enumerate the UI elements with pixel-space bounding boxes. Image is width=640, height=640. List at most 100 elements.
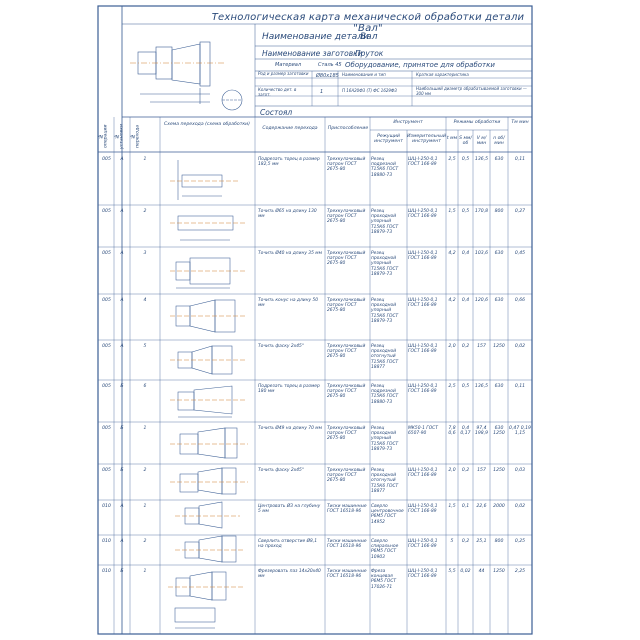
row-8-set: Б [120, 468, 124, 473]
row-9-s: 0,1 [461, 504, 470, 509]
row-7-content: Точить Ø49 на длину 70 мм [258, 426, 322, 431]
row-7-t: 7,8 0,6 [448, 426, 456, 436]
row-10-s: 0,2 [461, 539, 470, 544]
row-4-pass: 4 [143, 298, 147, 303]
row-8-fixture: Трехкулачковый патрон ГОСТ 2675-80 [327, 468, 366, 484]
row-6-t: 2,5 [448, 384, 456, 389]
col-time: Тм мин [511, 120, 529, 125]
row-4-op: 005 [102, 298, 111, 303]
row-8-content: Точить фаску 2х45° [258, 468, 305, 473]
blank-label: Наименование заготовки [262, 49, 363, 58]
sheet-title: Технологическая карта механической обраб… [211, 12, 525, 34]
row-4-set: А [120, 298, 124, 303]
row-9-fixture: Тиски машинные ГОСТ 16518-96 [327, 504, 367, 515]
row-11-op: 010 [102, 569, 111, 574]
blank-size-value: Ø80х185 [316, 73, 339, 79]
row-3-pass: 3 [143, 251, 147, 256]
row-7-op: 005 [102, 426, 111, 431]
blank-size-label: Род и размер заготовки [258, 71, 309, 76]
row-3-set: А [120, 251, 124, 256]
machine-label: Наименование и тип [342, 72, 386, 77]
row-6-fixture: Трехкулачковый патрон ГОСТ 2675-80 [327, 384, 366, 400]
row-4-tm: 0,66 [514, 298, 526, 303]
col-tool: Инструмент [393, 120, 423, 125]
row-8-s: 0,2 [461, 468, 470, 473]
row-9-content: Центровать Ø3 на глубину 5 мм [258, 504, 321, 515]
blank-value: Пруток [355, 49, 384, 58]
col-mode-n: n об/мин [493, 136, 505, 147]
row-1-set: А [120, 157, 124, 162]
qty-value: 1 [320, 89, 324, 95]
col-mode-v: V м/мин [476, 136, 487, 147]
row-7-n: 630 1250 [493, 426, 505, 436]
row-6-n: 630 [494, 384, 504, 389]
row-9-tool: Сверло центровочное Р6М5 ГОСТ 14952 [371, 504, 404, 525]
row-9-set: А [120, 504, 124, 509]
material-label: Материал [275, 62, 302, 68]
row-3-meas: ШЦ-I-150-0,1 ГОСТ 166-89 [408, 251, 438, 262]
row-10-v: 25,1 [476, 539, 487, 544]
row-10-t: 5 [450, 539, 454, 544]
row-1-t: 2,5 [448, 157, 456, 162]
row-6-content: Подрезать торец в размер 180 мм [258, 384, 320, 395]
row-2-content: Точить Ø65 на длину 130 мм [258, 209, 317, 220]
row-7-meas: МК50-1 ГОСТ 6507-90 [408, 426, 438, 437]
row-10-meas: ШЦ-I-150-0,1 ГОСТ 166-89 [408, 539, 438, 550]
row-9-v: 22,6 [476, 504, 487, 509]
row-6-set: Б [120, 384, 124, 389]
row-6-pass: 6 [143, 384, 147, 389]
row-8-op: 005 [102, 468, 111, 473]
row-11-tool: Фреза концевая Р6М5 ГОСТ 17026-71 [371, 569, 397, 590]
row-1-tm: 0,11 [514, 157, 526, 162]
row-4-fixture: Трехкулачковый патрон ГОСТ 2675-80 [327, 298, 366, 314]
row-2-tm: 0,27 [514, 209, 526, 214]
row-7-pass: 1 [143, 426, 147, 431]
row-1-op: 005 [102, 157, 111, 162]
row-5-meas: ШЦ-I-150-0,1 ГОСТ 166-89 [408, 344, 438, 355]
row-6-tool: Резец подрезной Т15К6 ГОСТ 18880-73 [371, 384, 399, 405]
col-mode-s: S мм/об [459, 136, 472, 147]
row-2-tool: Резец проходной упорный Т15К6 ГОСТ 18879… [371, 209, 399, 235]
program-value: Наибольший диаметр обрабатываемой загото… [416, 86, 527, 96]
row-4-s: 0,4 [461, 298, 470, 303]
col-setup-no: № установки [114, 123, 125, 149]
row-9-meas: ШЦ-I-150-0,1 ГОСТ 166-89 [408, 504, 438, 515]
row-4-t: 4,2 [448, 298, 456, 303]
machine-value: П 16А20Ф3 (Т) ФС 1629Ф3 [342, 88, 397, 93]
row-9-op: 010 [102, 504, 111, 509]
col-tool-cut: Режущий инструмент [374, 134, 403, 145]
row-10-set: А [120, 539, 124, 544]
row-3-v: 103,6 [474, 251, 489, 256]
equipment-label: Оборудование, принятое для обработки [345, 61, 495, 69]
row-11-content: Фрезеровать паз 14х20х40 мм [258, 569, 321, 580]
row-10-op: 010 [102, 539, 111, 544]
col-content: Содержание перехода [262, 126, 318, 131]
row-11-tm: 2,25 [514, 569, 526, 574]
col-mode-t: t мм [446, 136, 458, 141]
row-3-op: 005 [102, 251, 111, 256]
col-fixture: Приспособление [327, 126, 369, 131]
row-11-pass: 1 [143, 569, 147, 574]
row-3-n: 630 [494, 251, 504, 256]
row-11-set: Б [120, 569, 124, 574]
row-2-t: 1,5 [448, 209, 456, 214]
row-2-set: А [120, 209, 124, 214]
row-2-s: 0,5 [461, 209, 470, 214]
row-5-s: 0,2 [461, 344, 470, 349]
row-5-content: Точить фаску 2х45° [258, 344, 305, 349]
row-1-v: 136,5 [474, 157, 489, 162]
row-5-pass: 5 [143, 344, 147, 349]
row-8-pass: 2 [143, 468, 147, 473]
row-1-meas: ШЦ-I-250-0,1 ГОСТ 166-89 [408, 157, 438, 168]
row-6-tm: 0,11 [514, 384, 526, 389]
row-2-n: 800 [494, 209, 504, 214]
col-pass-no: № перехода [130, 124, 141, 148]
composition-label: Состоял [260, 108, 293, 117]
row-5-t: 2,0 [448, 344, 456, 349]
row-3-content: Точить Ø40 на длину 35 мм [258, 251, 322, 256]
row-1-s: 0,5 [461, 157, 470, 162]
row-6-op: 005 [102, 384, 111, 389]
row-9-n: 2000 [493, 504, 505, 509]
row-3-t: 4,2 [448, 251, 456, 256]
col-tool-meas: Измерительный инструмент [407, 134, 446, 145]
